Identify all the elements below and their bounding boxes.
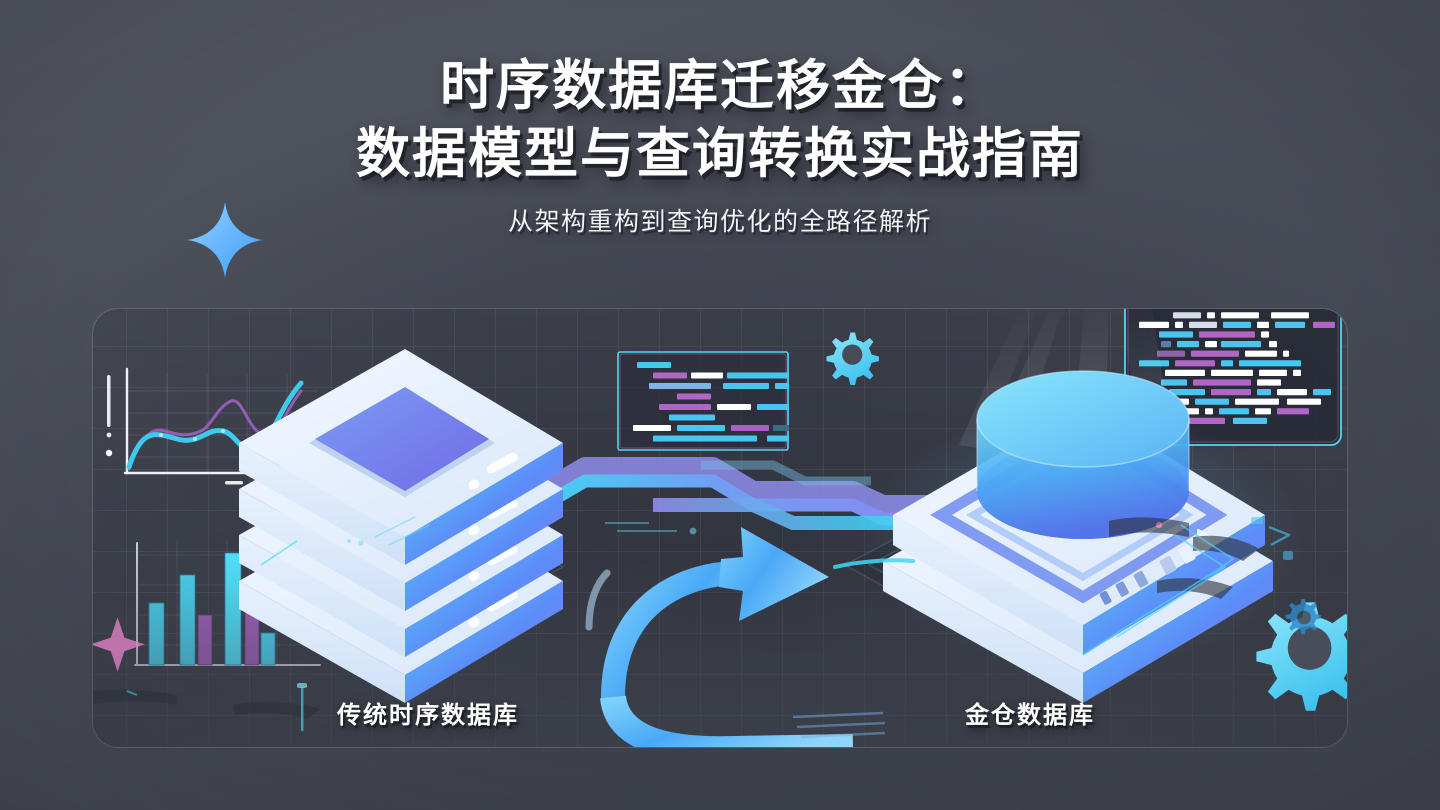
warehouse-platform-icon	[863, 309, 1303, 703]
right-database-label: 金仓数据库	[965, 702, 1095, 729]
gear-icon	[826, 332, 879, 385]
tick-marker	[297, 683, 307, 688]
tick-marker	[301, 687, 304, 731]
stacked-database-icon	[239, 349, 563, 703]
circuit-routes	[260, 524, 1235, 656]
page-title-line-1: 时序数据库迁移金仓：	[440, 56, 1000, 116]
page-subtitle: 从架构重构到查询优化的全路径解析	[507, 208, 932, 237]
motion-streaks	[347, 516, 697, 546]
gear-icon	[1285, 599, 1321, 635]
curved-arrow-icon	[585, 527, 915, 747]
page-title-line-2: 数据模型与查询转换实战指南	[356, 124, 1084, 185]
gear-icon	[1256, 602, 1347, 711]
page-header: 时序数据库迁移金仓： 数据模型与查询转换实战指南 从架构重构到查询优化的全路径解…	[0, 52, 1440, 238]
left-database-label: 传统时序数据库	[337, 702, 519, 729]
decorative-shapes	[93, 689, 321, 719]
migration-diagram	[93, 309, 1347, 747]
sparkle-icon	[187, 202, 263, 278]
sparkle-icon	[93, 617, 145, 672]
diagram-panel: 传统时序数据库 金仓数据库	[92, 308, 1348, 748]
decorative-shapes	[1109, 517, 1293, 599]
